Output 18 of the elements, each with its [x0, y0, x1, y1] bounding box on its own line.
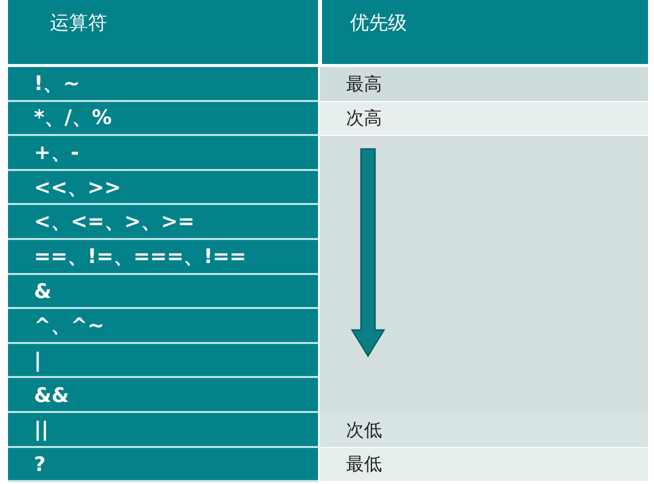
table-cell: +、-	[8, 136, 318, 171]
column-header: 运算符	[8, 0, 318, 64]
table-cell: 最高	[320, 67, 648, 102]
table-cell: ?	[8, 448, 318, 482]
table-cell: &&	[8, 378, 318, 413]
column-header: 优先级	[320, 0, 648, 64]
table-cell: *、/、%	[8, 102, 318, 136]
table-cell: <<、>>	[8, 170, 318, 206]
table-cell: 次低	[320, 413, 648, 448]
table-cell: ==、!=、===、!==	[8, 240, 318, 275]
table-cell: ||	[8, 413, 318, 448]
table-cell: |	[8, 344, 318, 378]
table-cell: <、<=、>、>=	[8, 205, 318, 240]
table-cell: &	[8, 274, 318, 310]
table-cell: ^、^~	[8, 309, 318, 344]
table-cell: 次高	[320, 102, 648, 136]
table-cell: !、~	[8, 67, 318, 102]
table-cell: 最低	[320, 448, 648, 482]
